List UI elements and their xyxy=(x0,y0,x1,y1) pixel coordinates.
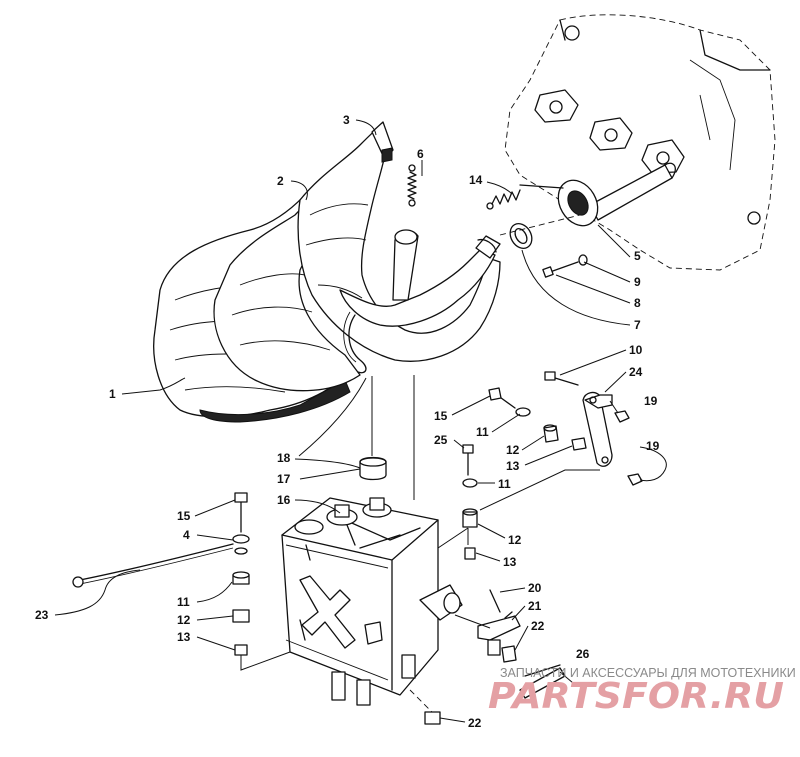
spring-14 xyxy=(486,189,521,210)
watermark-logo: PARTSFOR.RU xyxy=(488,676,784,717)
expansion-chamber-middle xyxy=(213,185,361,392)
callout-10: 10 xyxy=(629,343,643,357)
callout-26: 26 xyxy=(576,647,590,661)
grommet-17 xyxy=(359,456,387,481)
ground-strap-23 xyxy=(72,543,234,588)
exhaust-flange-5 xyxy=(519,162,676,227)
callout-8: 8 xyxy=(634,296,641,310)
callout-1: 1 xyxy=(109,387,116,401)
callout-20: 20 xyxy=(528,581,542,595)
callout-4: 4 xyxy=(183,528,190,542)
engine-block xyxy=(504,14,776,271)
callout-19-upper: 19 xyxy=(644,394,658,408)
assembly-lines xyxy=(240,214,600,671)
callout-2: 2 xyxy=(277,174,284,188)
watermark: ЗАПЧАСТИ И АКСЕССУАРЫ ДЛЯ МОТОТЕХНИКИ PA… xyxy=(488,666,796,717)
callout-19-lower: 19 xyxy=(646,439,660,453)
callout-18: 18 xyxy=(277,451,291,465)
bolt-8 xyxy=(542,254,588,278)
callout-17: 17 xyxy=(277,472,291,486)
hardware-stack-lower xyxy=(462,444,478,560)
callout-9: 9 xyxy=(634,275,641,289)
expansion-chamber-main xyxy=(297,121,501,374)
callout-25: 25 xyxy=(434,433,448,447)
callout-22-upper: 22 xyxy=(531,619,545,633)
callout-11-middle: 11 xyxy=(498,477,511,491)
spring-6 xyxy=(407,164,417,207)
callout-15-right: 15 xyxy=(434,409,448,423)
callout-22-lower: 22 xyxy=(468,716,482,730)
callout-16: 16 xyxy=(277,493,291,507)
callout-24: 24 xyxy=(629,365,643,379)
callout-23: 23 xyxy=(35,608,49,622)
callout-21: 21 xyxy=(528,599,542,613)
callout-11-left: 11 xyxy=(177,595,190,609)
callout-13-left: 13 xyxy=(177,630,191,644)
callout-5: 5 xyxy=(634,249,641,263)
watermark-caption: ЗАПЧАСТИ И АКСЕССУАРЫ ДЛЯ МОТОТЕХНИКИ xyxy=(500,666,796,680)
callout-12-left: 12 xyxy=(177,613,191,627)
callout-12-middle: 12 xyxy=(508,533,522,547)
hardware-stack-upper xyxy=(488,387,587,451)
clip-22-lower xyxy=(409,689,441,725)
callout-14: 14 xyxy=(469,173,483,187)
callout-7: 7 xyxy=(634,318,641,332)
mount-clamp xyxy=(477,589,521,663)
callout-6: 6 xyxy=(417,147,424,161)
callout-3: 3 xyxy=(343,113,350,127)
callout-labels: 1 2 3 6 14 5 9 8 7 10 24 19 19 15 11 25 … xyxy=(35,113,660,730)
callout-11-upper: 11 xyxy=(476,425,489,439)
gasket-7 xyxy=(509,223,533,249)
callout-15-left: 15 xyxy=(177,509,191,523)
callout-13-upper: 13 xyxy=(506,459,520,473)
muffler-box xyxy=(281,497,463,706)
callout-leaders xyxy=(54,119,667,723)
callout-13-middle: 13 xyxy=(503,555,517,569)
hardware-stack-left xyxy=(232,492,250,656)
callout-12-upper: 12 xyxy=(506,443,520,457)
bracket-24 xyxy=(544,371,643,486)
